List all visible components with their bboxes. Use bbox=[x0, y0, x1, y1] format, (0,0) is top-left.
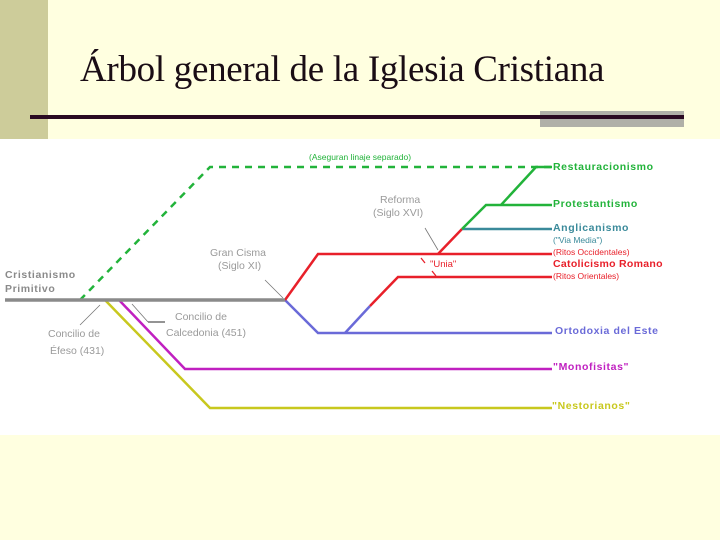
branch-label-nestorianos: "Nestorianos" bbox=[552, 400, 631, 412]
root-label-cristianismo: Cristianismo bbox=[5, 269, 76, 281]
branch-label-ortodoxia: Ortodoxia del Este bbox=[555, 325, 659, 337]
branch-label-monofisitas: "Monofisitas" bbox=[553, 361, 630, 373]
linaje-label: (Aseguran linaje separado) bbox=[309, 152, 412, 162]
calcedonia-label-2: Calcedonia (451) bbox=[166, 327, 246, 339]
branch-label-restauracionismo: Restauracionismo bbox=[553, 161, 654, 173]
branch-label-protestantismo: Protestantismo bbox=[553, 198, 638, 210]
unia-label: "Unia" bbox=[430, 259, 457, 270]
efeso-label-1: Concilio de bbox=[48, 328, 100, 340]
catolicismo-sub-orientales: (Ritos Orientales) bbox=[553, 271, 620, 281]
anglicanismo-sub: ("Via Media") bbox=[553, 235, 603, 245]
church-tree-diagram: Cristianismo Primitivo Concilio de Éfeso… bbox=[0, 139, 720, 435]
gran-cisma-label-2: (Siglo XI) bbox=[218, 260, 262, 272]
catolicismo-sub-occidentales: (Ritos Occidentales) bbox=[553, 247, 630, 257]
branch-label-anglicanismo: Anglicanismo bbox=[553, 222, 630, 234]
branch-label-catolicismo: Catolicismo Romano bbox=[553, 258, 663, 270]
title-rule-accent bbox=[540, 111, 684, 127]
root-label-primitivo: Primitivo bbox=[5, 283, 56, 295]
reforma-label-1: Reforma bbox=[380, 194, 421, 206]
calcedonia-label-1: Concilio de bbox=[175, 311, 227, 323]
efeso-label-2: Éfeso (431) bbox=[50, 345, 105, 357]
reforma-label-2: (Siglo XVI) bbox=[373, 207, 424, 219]
tree-lines bbox=[5, 165, 552, 410]
title-rule bbox=[30, 115, 684, 119]
slide-title: Árbol general de la Iglesia Cristiana bbox=[80, 49, 605, 90]
gran-cisma-label-1: Gran Cisma bbox=[210, 247, 267, 259]
